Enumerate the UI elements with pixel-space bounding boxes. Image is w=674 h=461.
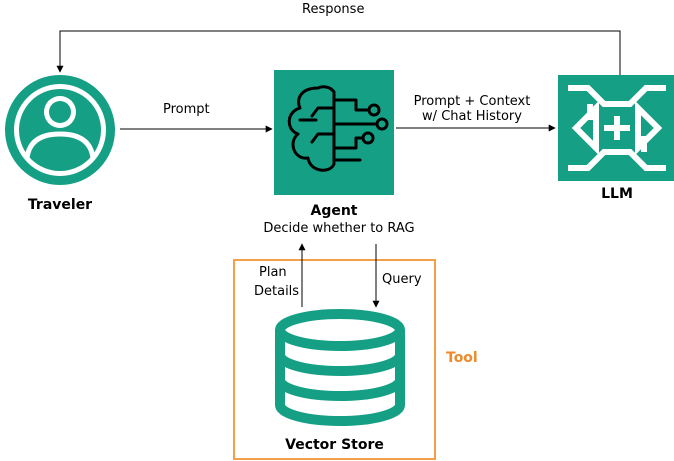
plan-details-label: Plan Details — [254, 263, 299, 301]
plan-details-line1: Plan — [259, 265, 287, 280]
brain-circuit-icon — [274, 70, 394, 195]
traveler-label: Traveler — [27, 197, 93, 213]
prompt-context-label: Prompt + Context w/ Chat History — [410, 94, 534, 124]
neural-network-icon — [558, 75, 674, 181]
query-label: Query — [382, 272, 422, 287]
agent-sublabel: Decide whether to RAG — [263, 221, 415, 236]
tool-label: Tool — [446, 350, 478, 366]
prompt-label: Prompt — [163, 102, 210, 117]
agent-label: Agent — [310, 203, 358, 219]
llm-label: LLM — [601, 186, 633, 202]
prompt-context-line2: w/ Chat History — [422, 109, 522, 124]
prompt-context-line1: Prompt + Context — [413, 94, 531, 109]
user-circle-icon — [5, 75, 115, 185]
response-arrow — [56, 30, 621, 75]
plan-details-line2: Details — [254, 284, 300, 299]
tool-container — [233, 259, 436, 460]
database-icon — [275, 309, 405, 426]
vector-store-label: Vector Store — [285, 437, 384, 453]
response-label: Response — [302, 2, 365, 17]
